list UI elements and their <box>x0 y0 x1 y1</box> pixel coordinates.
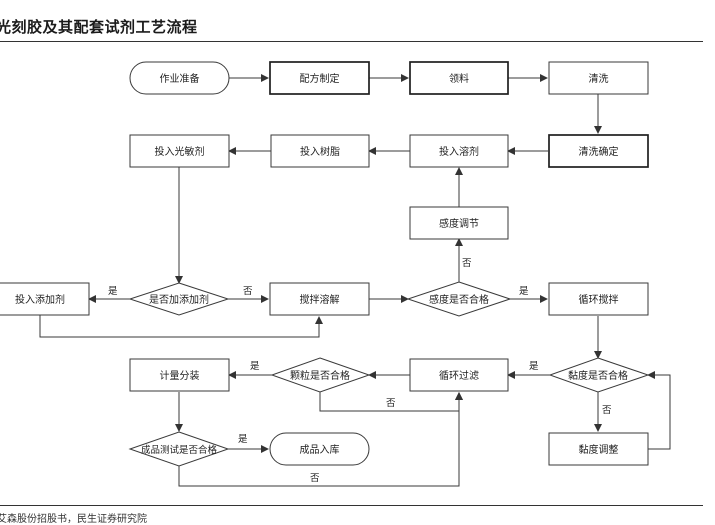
node-clean-confirm: 清洗确定 <box>548 134 649 168</box>
node-sens-adjust: 感度调节 <box>409 206 509 240</box>
node-label: 投入树脂 <box>300 145 340 158</box>
node-label: 投入添加剂 <box>15 293 65 306</box>
edge-label-additive-no: 否 <box>243 286 253 297</box>
node-cycle-stir: 循环搅拌 <box>548 282 649 316</box>
node-cycle-filter: 循环过滤 <box>409 358 509 392</box>
top-divider <box>0 41 703 42</box>
edge-label-sens-yes: 是 <box>519 286 529 297</box>
decision-particle-ok: 颗粒是否合格 <box>270 357 371 393</box>
edge-test-no <box>178 392 463 487</box>
edge-label-particle-yes: 是 <box>250 361 260 372</box>
node-label: 搅拌溶解 <box>300 293 340 306</box>
decision-viscosity-ok: 黏度是否合格 <box>548 357 650 393</box>
node-label: 感度是否合格 <box>429 293 489 306</box>
node-label: 投入溶剂 <box>439 145 479 158</box>
node-add-additive: 投入添加剂 <box>0 282 90 316</box>
node-label: 作业准备 <box>160 72 200 85</box>
node-label: 成品入库 <box>300 443 340 456</box>
decision-sens-ok: 感度是否合格 <box>406 281 512 317</box>
edge-label-additive-yes: 是 <box>108 286 118 297</box>
node-formula: 配方制定 <box>269 61 370 95</box>
node-label: 循环过滤 <box>439 369 479 382</box>
node-clean: 清洗 <box>548 61 649 95</box>
node-add-resin: 投入树脂 <box>270 134 370 168</box>
node-label: 投入光敏剂 <box>155 145 205 158</box>
edge-label-visc-no: 否 <box>602 405 612 416</box>
node-store: 成品入库 <box>269 432 370 466</box>
edge-label-particle-no: 否 <box>386 398 396 409</box>
node-add-solvent: 投入溶剂 <box>409 134 509 168</box>
node-label: 黏度调整 <box>579 443 619 456</box>
node-label: 黏度是否合格 <box>568 369 628 382</box>
node-prep: 作业准备 <box>129 61 230 95</box>
node-label: 是否加添加剂 <box>149 293 209 306</box>
node-label: 领料 <box>449 72 469 85</box>
edge-label-sens-no: 否 <box>462 258 472 269</box>
node-label: 清洗 <box>589 72 609 85</box>
flow-edges <box>39 74 671 487</box>
source-note: 艾森股份招股书，民生证券研究院 <box>0 514 147 525</box>
node-stir-dissolve: 搅拌溶解 <box>269 282 370 316</box>
node-measure-pack: 计量分装 <box>129 358 230 392</box>
decision-need-additive: 是否加添加剂 <box>128 282 230 316</box>
node-label: 配方制定 <box>300 72 340 85</box>
node-label: 循环搅拌 <box>579 293 619 306</box>
node-label: 颗粒是否合格 <box>290 369 350 382</box>
node-label: 成品测试是否合格 <box>141 444 218 456</box>
node-label: 感度调节 <box>439 217 479 230</box>
page-title: 光刻胶及其配套试剂工艺流程 <box>0 18 198 36</box>
edge-label-test-no: 否 <box>310 473 320 484</box>
decision-product-test: 成品测试是否合格 <box>128 431 230 467</box>
node-add-pac: 投入光敏剂 <box>129 134 230 168</box>
edge-viscadjust-loop <box>647 371 671 450</box>
node-material: 领料 <box>409 61 509 95</box>
edge-label-visc-yes: 是 <box>529 361 539 372</box>
node-viscosity-adjust: 黏度调整 <box>548 432 649 466</box>
edge-label-test-yes: 是 <box>238 434 248 445</box>
edge-additive-to-stir <box>39 315 323 338</box>
node-label: 清洗确定 <box>579 145 619 158</box>
node-label: 计量分装 <box>160 369 200 382</box>
bottom-divider <box>0 505 703 506</box>
